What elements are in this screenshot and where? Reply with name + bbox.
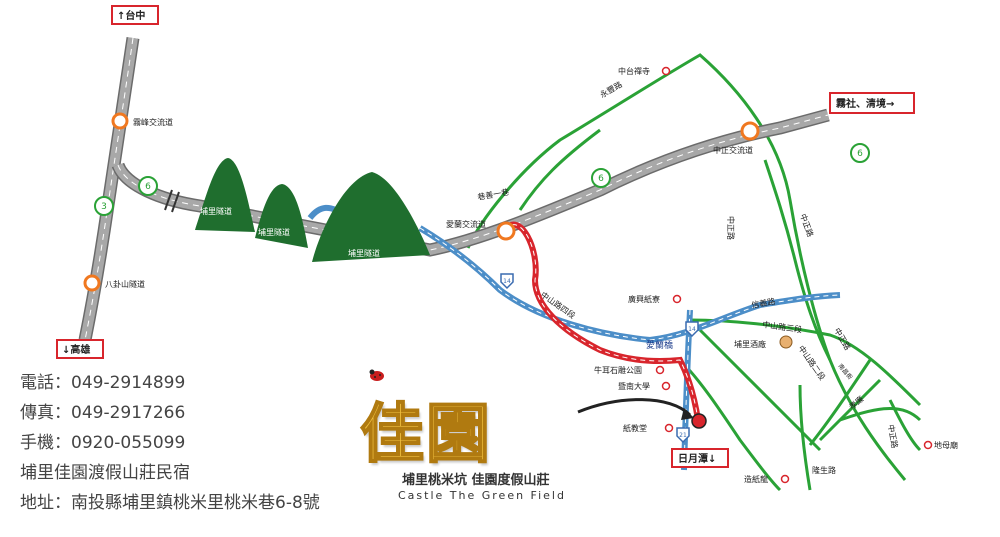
road-label-ailan-bridge: 愛蘭橋 [646,339,673,351]
ladybug-icon [369,369,384,381]
road-label-zhongshan2: 中山路二段 [796,343,827,382]
label-ailan: 愛蘭交流道 [446,219,486,229]
road-label-zhongzheng-a: 中正路 [726,216,736,240]
road-label-xiangshan: 巷善一巷 [477,187,510,202]
break-marks [164,189,180,213]
road-nanchang [808,359,872,446]
road-xinyi-3 [689,318,922,407]
destination-marker [577,398,707,429]
svg-text:↓高雄: ↓高雄 [62,343,90,356]
shield-hwy14a: 14 [500,273,514,290]
landmarks: 中台禪寺 廣興紙寮 埔里酒廠 牛耳石雕公園 暨南大學 紙教堂 地母廟 造紙龍 [594,66,958,484]
interchange-ailan [496,221,516,241]
shield-hwy3: 3 [94,196,114,216]
svg-text:21: 21 [679,432,687,439]
contact-address: 地址：南投縣埔里鎮桃米里桃米巷6-8號 [20,493,320,513]
mountain-2 [255,184,308,248]
svg-text:14: 14 [503,278,511,285]
sign-south: ↓高雄 [56,339,104,359]
landmark-winery: 埔里酒廠 [734,339,766,349]
interchanges [83,112,760,292]
mountains: 埔里隧道 埔里隧道 埔里隧道 [195,158,430,262]
road-longsheng [798,384,812,491]
contact-fax: 傳真：049-2917266 [20,403,186,423]
road-label-zhongzheng-c: 中正路 [832,326,853,352]
road-label-zhongshan3: 中山路三段 [762,319,803,334]
road-label-yongfeng: 永豐路 [598,79,624,100]
shields: 3 6 6 6 14 14 21 [94,143,870,444]
svg-text:14: 14 [688,326,696,333]
landmark-paper-dragon: 造紙龍 [744,474,768,484]
label-zhongzheng: 中正交流道 [713,145,753,155]
svg-text:6: 6 [145,182,151,192]
road-label-zhongzheng-b: 中正路 [798,212,816,238]
contact-mobile: 手機：0920-055099 [20,433,186,453]
sign-north: ↑台中 [111,5,159,25]
landmark-guangxing: 廣興紙寮 [628,294,660,304]
road-xiangshan [518,128,601,211]
contact-phone: 電話：049-2914899 [20,373,186,393]
shield-hwy6c: 6 [850,143,870,163]
svg-text:↑台中: ↑台中 [117,9,145,22]
shield-hwy6a: 6 [138,176,158,196]
mountain-1 [195,158,255,232]
brand-logo: 佳園 [359,396,492,473]
red-route [502,221,701,421]
svg-text:霧社、清境→: 霧社、清境→ [836,97,894,110]
road-xiao [818,378,882,442]
label-wufeng: 霧峰交流道 [133,117,173,127]
road-label-xinyi: 信義路 [751,296,776,310]
interchange-bagua [83,274,101,292]
interchange-zhongzheng [740,121,760,141]
highways [78,37,830,342]
road-zhongzheng-e [888,399,922,452]
svg-text:6: 6 [857,149,863,159]
landmark-niuer: 牛耳石雕公園 [594,365,642,375]
label-bagua: 八卦山隧道 [105,279,145,289]
road-label-longsheng: 隆生路 [812,465,836,475]
svg-text:日月潭↓: 日月潭↓ [678,452,716,465]
interchange-wufeng [111,112,129,130]
road-label-zhongzheng-d: 中正路 [886,424,900,449]
svg-text:3: 3 [101,202,107,212]
sign-sun-moon-lake: 日月潭↓ [671,448,729,468]
shield-hwy21: 21 [676,427,690,444]
road-jinan [678,358,782,492]
tunnel-label-3: 埔里隧道 [348,248,380,258]
green-roads [466,53,922,492]
mountain-3 [312,172,430,262]
svg-text:6: 6 [598,174,604,184]
brand-chinese-name: 埔里桃米坑 佳園度假山莊 [402,473,550,488]
road-yongfeng [466,53,907,481]
tunnel-label-1: 埔里隧道 [200,206,232,216]
contact-info: 電話：049-2914899 傳真：049-2917266 手機：0920-05… [20,368,320,518]
landmark-jinan: 暨南大學 [618,381,650,391]
landmark-temple: 地母廟 [934,440,958,450]
shield-hwy14b: 14 [685,321,699,338]
tunnel-label-2: 埔里隧道 [258,227,290,237]
sign-east: 霧社、清境→ [829,92,915,114]
landmark-zhongtai: 中台禪寺 [618,66,650,76]
road-zhongshan-2 [698,328,822,452]
road-east-a [839,406,922,422]
landmark-paper-church: 紙教堂 [623,423,647,433]
contact-name: 埔里佳園渡假山莊民宿 [20,463,190,483]
shield-hwy6b: 6 [591,168,611,188]
brand-english-name: Castle The Green Field [398,489,566,502]
